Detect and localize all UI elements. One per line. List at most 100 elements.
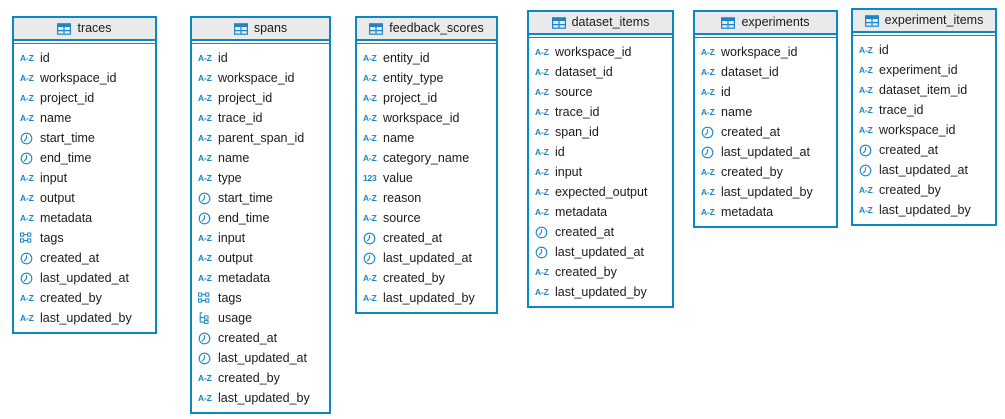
- clock-icon: [198, 331, 213, 345]
- field-row[interactable]: created_at: [192, 328, 329, 348]
- az-string-icon: A-Z: [20, 212, 34, 223]
- field-name: created_at: [383, 230, 443, 245]
- entity-table-header[interactable]: experiment_items: [853, 10, 995, 33]
- entity-table-header[interactable]: spans: [192, 18, 329, 41]
- field-name: metadata: [218, 270, 271, 285]
- field-row[interactable]: tags: [192, 288, 329, 308]
- field-row[interactable]: last_updated_at: [14, 268, 155, 288]
- field-row[interactable]: last_updated_at: [695, 142, 836, 162]
- az-string-icon: A-Z: [198, 112, 212, 123]
- entity-table-header[interactable]: experiments: [695, 12, 836, 35]
- az-string-icon: A-Z: [363, 272, 377, 283]
- az-string-icon: A-Z: [535, 66, 549, 77]
- field-row[interactable]: created_at: [14, 248, 155, 268]
- tags-grid-icon: [198, 291, 213, 305]
- field-row[interactable]: last_updated_at: [192, 348, 329, 368]
- field-row[interactable]: created_at: [853, 140, 995, 160]
- field-row[interactable]: end_time: [14, 148, 155, 168]
- field-row[interactable]: created_at: [529, 222, 672, 242]
- field-name: input: [40, 170, 68, 185]
- entity-table-header[interactable]: traces: [14, 18, 155, 41]
- entity-table-header[interactable]: feedback_scores: [357, 18, 496, 41]
- field-row[interactable]: created_at: [357, 228, 496, 248]
- field-row[interactable]: usage: [192, 308, 329, 328]
- field-row[interactable]: start_time: [14, 128, 155, 148]
- table-grid-icon: [721, 16, 736, 30]
- field-row[interactable]: end_time: [192, 208, 329, 228]
- field-row[interactable]: start_time: [192, 188, 329, 208]
- field-row[interactable]: last_updated_at: [529, 242, 672, 262]
- field-row[interactable]: last_updated_at: [853, 160, 995, 180]
- entity-table-header[interactable]: dataset_items: [529, 12, 672, 35]
- field-name: last_updated_by: [721, 184, 813, 199]
- field-row[interactable]: created_at: [695, 122, 836, 142]
- field-row[interactable]: tags: [14, 228, 155, 248]
- field-row[interactable]: last_updated_at: [357, 248, 496, 268]
- az-string-icon: A-Z: [701, 86, 715, 97]
